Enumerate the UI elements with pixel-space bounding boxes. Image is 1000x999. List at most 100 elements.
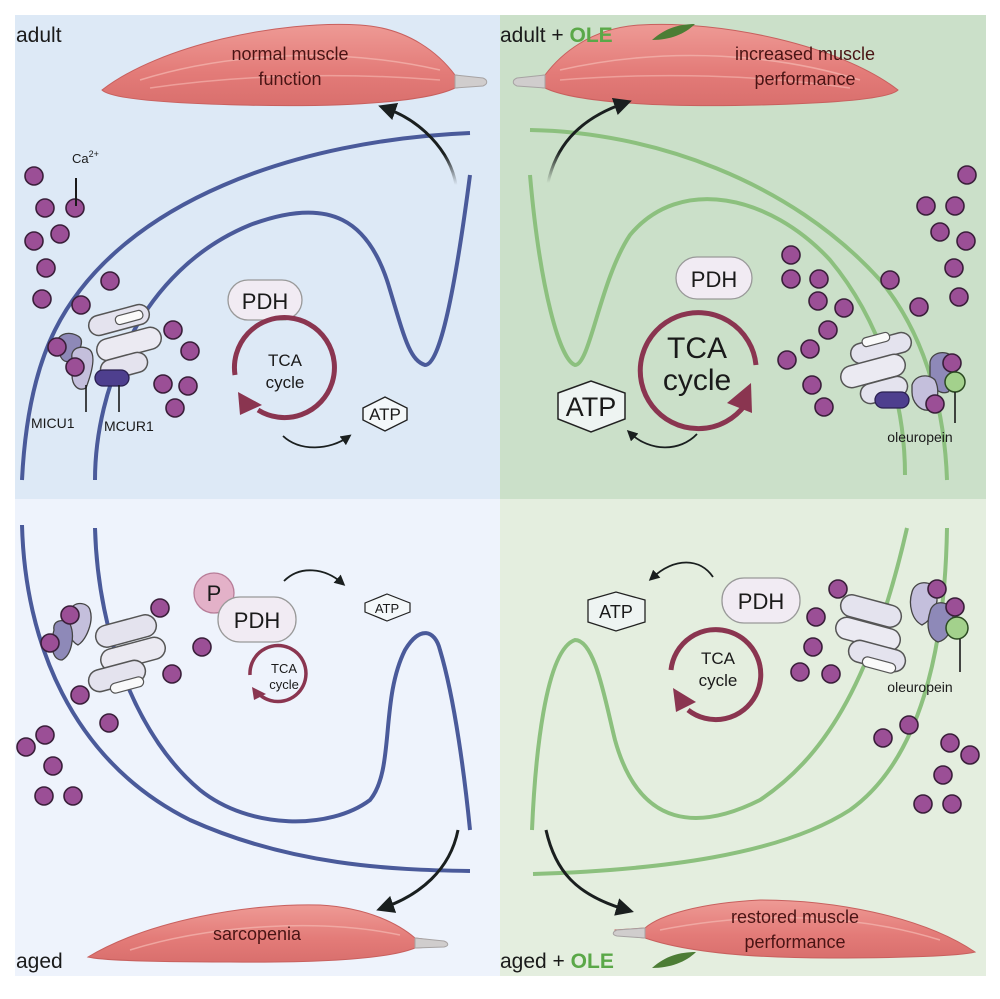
phosphate-label: P [207, 581, 222, 606]
arrow-to-muscle [544, 829, 634, 916]
arrow-to-atp [283, 569, 346, 586]
atp-label: ATP [369, 405, 401, 424]
atp-label: ATP [599, 602, 633, 622]
calcium-ion [150, 598, 170, 618]
calcium-ion [781, 245, 801, 265]
calcium-ion [944, 258, 964, 278]
tca-arrowhead [673, 688, 696, 712]
calcium-ion [800, 339, 820, 359]
calcium-ion [781, 269, 801, 289]
inner-mitochondrial-membrane [93, 527, 472, 831]
outer-mitochondrial-membrane [20, 524, 471, 873]
tca-label-line2: cycle [699, 671, 738, 690]
calcium-ion [803, 637, 823, 657]
pdh-label: PDH [691, 267, 737, 292]
panel-aged: sarcopenia aged P PDH [16, 524, 472, 973]
inner-mitochondrial-membrane [528, 174, 907, 476]
calcium-ion [949, 287, 969, 307]
calcium-ion [956, 231, 976, 251]
pdh-label: PDH [242, 289, 288, 314]
atp-hexagon [557, 380, 626, 433]
muscle-label-line2: performance [744, 932, 845, 952]
pdh-label: PDH [234, 608, 280, 633]
tca-label-line1: TCA [271, 661, 297, 676]
ole-label: OLE [569, 24, 612, 47]
calcium-ion [880, 270, 900, 290]
arrow-to-muscle [376, 829, 460, 913]
calcium-ion [16, 737, 36, 757]
calcium-ion [24, 231, 44, 251]
calcium-ion [930, 222, 950, 242]
calcium-ion [945, 597, 965, 617]
pdh-badge [217, 596, 297, 643]
muscle-label-line2: performance [754, 69, 855, 89]
calcium-ion [942, 353, 962, 373]
calcium-ion [43, 756, 63, 776]
calcium-ion [50, 224, 70, 244]
tca-label-line1: TCA [701, 649, 736, 668]
calcium-ion [940, 733, 960, 753]
calcium-ion [65, 357, 85, 377]
calcium-ion [163, 320, 183, 340]
tca-cycle-arrow [231, 315, 337, 421]
muscle-label-line1: normal muscle [231, 44, 348, 64]
muscle-icon [512, 23, 899, 107]
calcium-ion [99, 713, 119, 733]
tca-label-line1: TCA [268, 351, 303, 370]
arrow-to-muscle [378, 102, 458, 186]
atp-hexagon [587, 591, 646, 632]
mcu-complex [834, 579, 969, 674]
calcium-ion [153, 374, 173, 394]
calcium-ion [70, 685, 90, 705]
calcium-label: Ca2+ [72, 149, 99, 166]
panel-adult-ole: increased muscle performance adult + OLE [500, 23, 977, 481]
muscle-label-line1: restored muscle [731, 907, 859, 927]
calcium-ion [71, 295, 91, 315]
calcium-ion [808, 291, 828, 311]
mcur1-protein [874, 391, 910, 409]
calcium-ion [942, 794, 962, 814]
calcium-ion [802, 375, 822, 395]
calcium-ion [35, 198, 55, 218]
arrow-to-atp [282, 434, 352, 449]
panel-aged-background [15, 499, 500, 976]
calcium-ion [818, 320, 838, 340]
tca-label-line2: cycle [663, 364, 731, 397]
calcium-ion [873, 728, 893, 748]
olive-leaf-icon [652, 24, 695, 40]
calcium-ion [925, 394, 945, 414]
arrow-to-muscle [546, 97, 632, 184]
tca-label-line2: cycle [269, 677, 299, 692]
mcu-complex [40, 602, 167, 694]
calcium-ion [821, 664, 841, 684]
calcium-ion [899, 715, 919, 735]
oleuropein-label: oleuropein [887, 679, 952, 695]
calcium-ion [60, 605, 80, 625]
calcium-ion [178, 376, 198, 396]
calcium-ion [180, 341, 200, 361]
condition-label: aged + OLE [500, 950, 614, 973]
calcium-ion [192, 637, 212, 657]
panel-adult: normal muscle function adult Ca2+ [16, 23, 488, 481]
arrow-to-atp [626, 430, 698, 449]
oleuropein-label: oleuropein [887, 429, 952, 445]
panel-aged-ole: restored muscle performance aged + OLE [500, 527, 980, 973]
calcium-ion [40, 633, 60, 653]
calcium-ion [916, 196, 936, 216]
calcium-ion [165, 398, 185, 418]
tca-cycle-arrow [668, 627, 764, 723]
muscle-icon [101, 23, 488, 107]
calcium-ion [777, 350, 797, 370]
atp-hexagon [362, 396, 408, 432]
calcium-ion [32, 289, 52, 309]
calcium-ion [100, 271, 120, 291]
mcur1-label: MCUR1 [104, 418, 154, 434]
pdh-badge [721, 577, 801, 624]
calcium-ion [809, 269, 829, 289]
calcium-ion [909, 297, 929, 317]
micu1-label: MICU1 [31, 415, 75, 431]
calcium-ion [24, 166, 44, 186]
mcu-complex [839, 331, 966, 414]
tca-arrowhead [252, 687, 266, 700]
